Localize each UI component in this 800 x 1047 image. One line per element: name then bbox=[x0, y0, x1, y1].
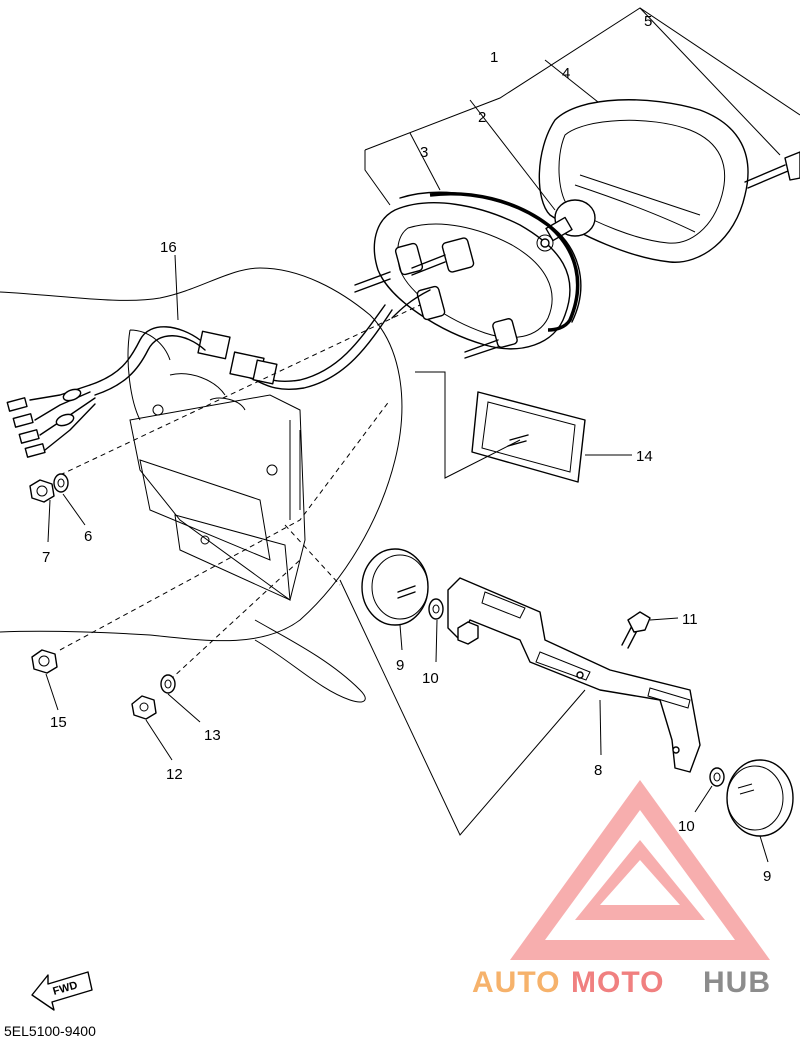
part-code: 5EL5100-9400 bbox=[4, 1023, 96, 1039]
washer-10-right bbox=[709, 767, 725, 787]
callout-leaders bbox=[45, 254, 769, 863]
assembly-leader bbox=[339, 371, 586, 836]
callout-5: 5 bbox=[644, 13, 652, 30]
washer-6 bbox=[53, 473, 69, 493]
watermark-text: AUTO MOTO HUB bbox=[472, 966, 771, 999]
callout-12: 12 bbox=[166, 766, 183, 783]
license-light-reflector bbox=[471, 391, 632, 483]
nut-15 bbox=[31, 649, 58, 674]
taillight-lens bbox=[538, 99, 749, 263]
callout-16: 16 bbox=[160, 239, 177, 256]
callout-10-left: 10 bbox=[422, 670, 439, 687]
taillight-housing bbox=[354, 191, 582, 359]
callout-4: 4 bbox=[562, 65, 570, 82]
callout-14: 14 bbox=[636, 448, 653, 465]
fwd-arrow-icon: FWD bbox=[31, 971, 93, 1011]
svg-text:MOTO: MOTO bbox=[571, 966, 664, 999]
callout-13: 13 bbox=[204, 727, 221, 744]
watermark-logo bbox=[510, 780, 770, 960]
lens-screw bbox=[744, 151, 800, 189]
callout-labels: 1 2 3 4 5 6 7 8 9 9 10 10 11 12 13 14 15… bbox=[42, 13, 771, 885]
callout-9-right: 9 bbox=[763, 868, 771, 885]
dashed-assembly-lines bbox=[59, 304, 421, 681]
cap-9-left bbox=[361, 548, 429, 626]
callout-15: 15 bbox=[50, 714, 67, 731]
gasket bbox=[429, 192, 580, 332]
callout-2: 2 bbox=[478, 109, 486, 126]
callout-7: 7 bbox=[42, 549, 50, 566]
bolt-11 bbox=[621, 611, 679, 649]
washer-13 bbox=[160, 674, 176, 694]
callout-11: 11 bbox=[682, 611, 698, 628]
callout-8: 8 bbox=[594, 762, 602, 779]
callout-leaders-top bbox=[364, 7, 800, 211]
svg-text:AUTO: AUTO bbox=[472, 966, 560, 999]
callout-3: 3 bbox=[420, 144, 428, 161]
callout-9-left: 9 bbox=[396, 657, 404, 674]
bulb bbox=[545, 199, 596, 242]
callout-1: 1 bbox=[490, 49, 498, 66]
license-bracket bbox=[447, 577, 701, 773]
wire-harness bbox=[6, 304, 393, 458]
cap-9-right bbox=[726, 759, 794, 837]
rear-fender-outline bbox=[0, 267, 403, 703]
callout-10-right: 10 bbox=[678, 818, 695, 835]
nut-7 bbox=[29, 479, 55, 503]
washer-10-left bbox=[428, 598, 444, 620]
svg-text:HUB: HUB bbox=[703, 966, 771, 999]
callout-6: 6 bbox=[84, 528, 92, 545]
nut-12 bbox=[131, 695, 157, 720]
